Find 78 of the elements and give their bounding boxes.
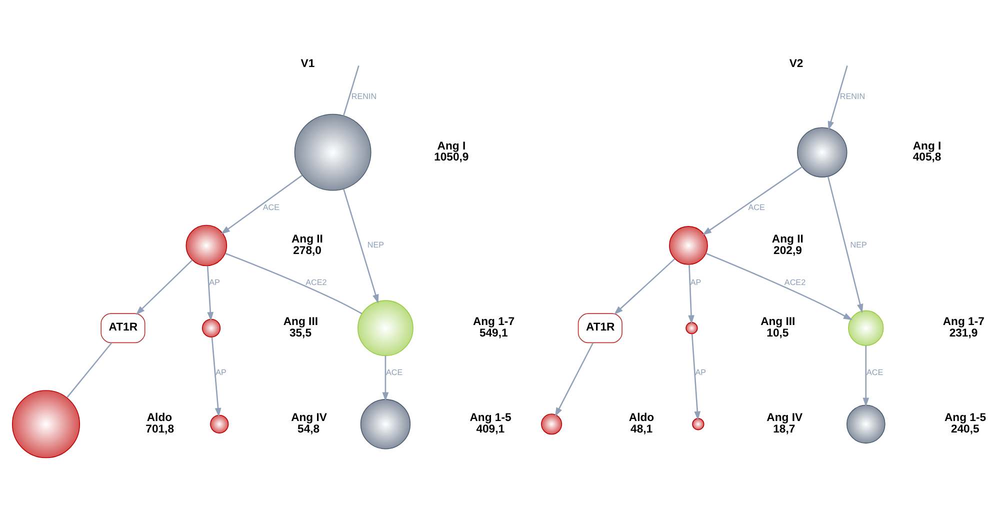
edge-label: AP <box>216 368 226 378</box>
arrow <box>136 260 193 315</box>
label: V2 <box>789 58 804 70</box>
connector <box>342 66 360 116</box>
connector <box>225 252 362 314</box>
edge-label: ACE <box>262 202 280 212</box>
arrow <box>554 342 594 417</box>
node-circle <box>692 418 704 430</box>
arrow <box>828 66 848 130</box>
node-label: Ang IV <box>766 412 803 424</box>
arrow <box>220 174 303 234</box>
arrow <box>827 176 864 314</box>
edge-label: RENIN <box>840 92 866 101</box>
node-box: AT1R <box>578 313 622 344</box>
node-circle <box>358 300 414 356</box>
node-circle <box>846 404 886 444</box>
node-label: Ang I <box>437 140 466 152</box>
node-label: 54,8 <box>298 423 320 436</box>
node-circle <box>12 390 80 458</box>
node-label: 549,1 <box>479 327 508 340</box>
node-circle <box>202 318 221 338</box>
node-label: 231,9 <box>949 327 978 340</box>
node-circle <box>797 127 848 178</box>
edge-label: AP <box>209 278 220 288</box>
node-box: AT1R <box>100 313 146 344</box>
label: V1 <box>300 58 315 70</box>
edge-label: AP <box>690 278 702 288</box>
node-label: 240,5 <box>950 423 980 436</box>
node-circle <box>360 399 411 450</box>
node-label: Ang IV <box>291 412 327 424</box>
arrow <box>382 356 389 402</box>
node-circle <box>848 310 884 346</box>
node-label: Ang II <box>772 233 804 246</box>
edge-label: AP <box>695 368 706 378</box>
arrow <box>343 188 379 304</box>
node-label: Ang 1-5 <box>470 412 512 424</box>
node-label: 10,5 <box>766 327 789 340</box>
connector <box>66 342 112 398</box>
arrow <box>862 346 870 407</box>
node-circle <box>669 226 708 265</box>
node-circle <box>541 414 562 435</box>
node-label: 48,1 <box>630 423 653 436</box>
edge-label: ACE <box>386 368 403 378</box>
edge-label: NEP <box>850 240 867 250</box>
node-label: 278,0 <box>293 244 322 257</box>
node-circle <box>686 322 698 334</box>
arrow <box>211 337 222 418</box>
node-label: 409,1 <box>476 423 505 436</box>
edge-label: RENIN <box>351 92 377 101</box>
node-label: 202,9 <box>774 244 802 257</box>
arrow <box>688 264 694 324</box>
node-circle <box>294 114 372 191</box>
edge-label: ACE <box>866 368 884 378</box>
node-label: Ang 1-7 <box>942 316 984 328</box>
node-label: 18,7 <box>773 423 796 436</box>
node-label: Aldo <box>628 412 654 424</box>
node-label: Ang 1-7 <box>472 316 515 328</box>
arrow <box>614 258 676 315</box>
node-label: Ang I <box>912 140 942 152</box>
arrow <box>702 166 802 236</box>
node-label: Ang 1-5 <box>944 412 986 424</box>
node-label: Ang III <box>283 316 318 328</box>
arrow <box>706 252 853 320</box>
arrow <box>691 334 701 420</box>
node-label: 701,8 <box>146 423 174 436</box>
edge-label: NEP <box>367 240 384 250</box>
node-label: Ang III <box>760 316 796 328</box>
node-label: Ang II <box>291 233 323 246</box>
arrow <box>206 266 214 322</box>
edge-label: ACE2 <box>306 278 327 288</box>
node-label: 1050,9 <box>434 152 469 164</box>
node-label: Aldo <box>146 412 172 424</box>
node-label: 35,5 <box>289 327 312 340</box>
node-circle <box>210 414 229 434</box>
edge-label: ACE2 <box>784 278 806 288</box>
edge-label: ACE <box>748 202 765 212</box>
node-circle <box>186 224 228 266</box>
node-label: 405,8 <box>912 152 942 164</box>
